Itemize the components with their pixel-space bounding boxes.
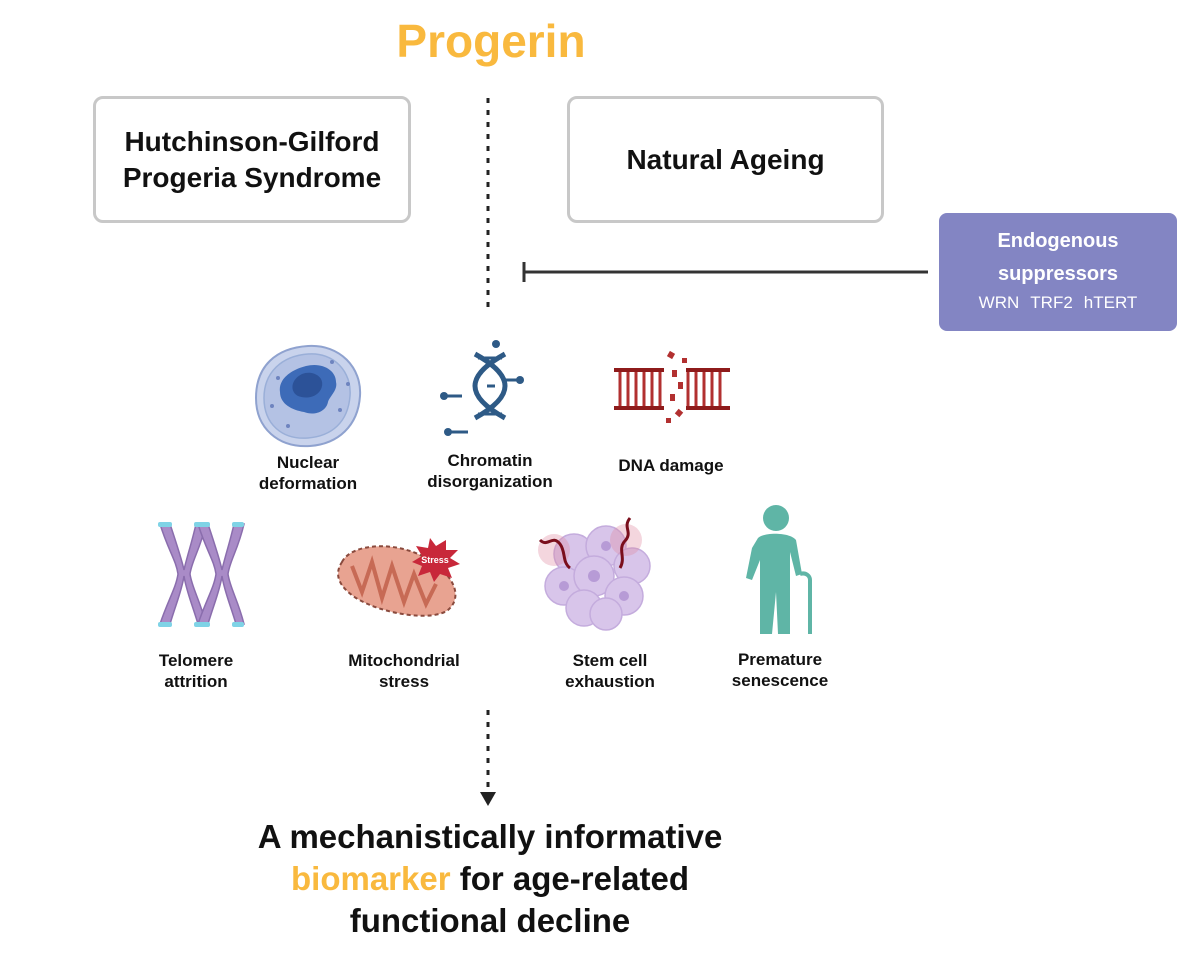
gene-trf2: TRF2 (1030, 293, 1073, 312)
chromosome-icon (158, 522, 245, 627)
conclusion-line-2-rest: for age-related (450, 860, 689, 897)
dna-helix-icon (440, 340, 524, 436)
broken-dna-icon (614, 350, 730, 423)
downward-arrow-head (480, 792, 496, 806)
suppressor-title-line-2: suppressors (997, 263, 1119, 285)
endogenous-suppressors-box: Endogenous suppressors WRN TRF2 hTERT (939, 213, 1177, 331)
suppressor-title-line-1: Endogenous (997, 230, 1119, 252)
conclusion-line-1: A mechanistically informative (257, 818, 723, 855)
label-dna-damage: DNA damage (618, 456, 724, 475)
hgps-box: Hutchinson-Gilford Progeria Syndrome (93, 96, 411, 223)
conclusion-text: A mechanistically informative biomarker … (100, 816, 880, 942)
stem-cell-cluster-icon (538, 517, 651, 631)
gene-wrn: WRN (978, 293, 1020, 312)
stress-badge: Stress (421, 555, 449, 565)
nucleus-icon (254, 344, 362, 448)
natural-ageing-box: Natural Ageing (567, 96, 884, 223)
conclusion-line-2: biomarker for age-related (100, 858, 880, 900)
hgps-line-1: Hutchinson-Gilford (124, 125, 380, 157)
conclusion-line-3: functional decline (349, 902, 631, 939)
diagram-title: Progerin (396, 15, 586, 67)
elderly-person-icon (746, 505, 812, 634)
hgps-line-2: Progeria Syndrome (122, 161, 382, 193)
natural-ageing-label: Natural Ageing (626, 143, 825, 175)
mitochondrion-icon: Stress (337, 538, 460, 617)
gene-htert: hTERT (1083, 293, 1138, 312)
biomarker-highlight: biomarker (291, 860, 451, 897)
stress-starburst (412, 538, 460, 582)
